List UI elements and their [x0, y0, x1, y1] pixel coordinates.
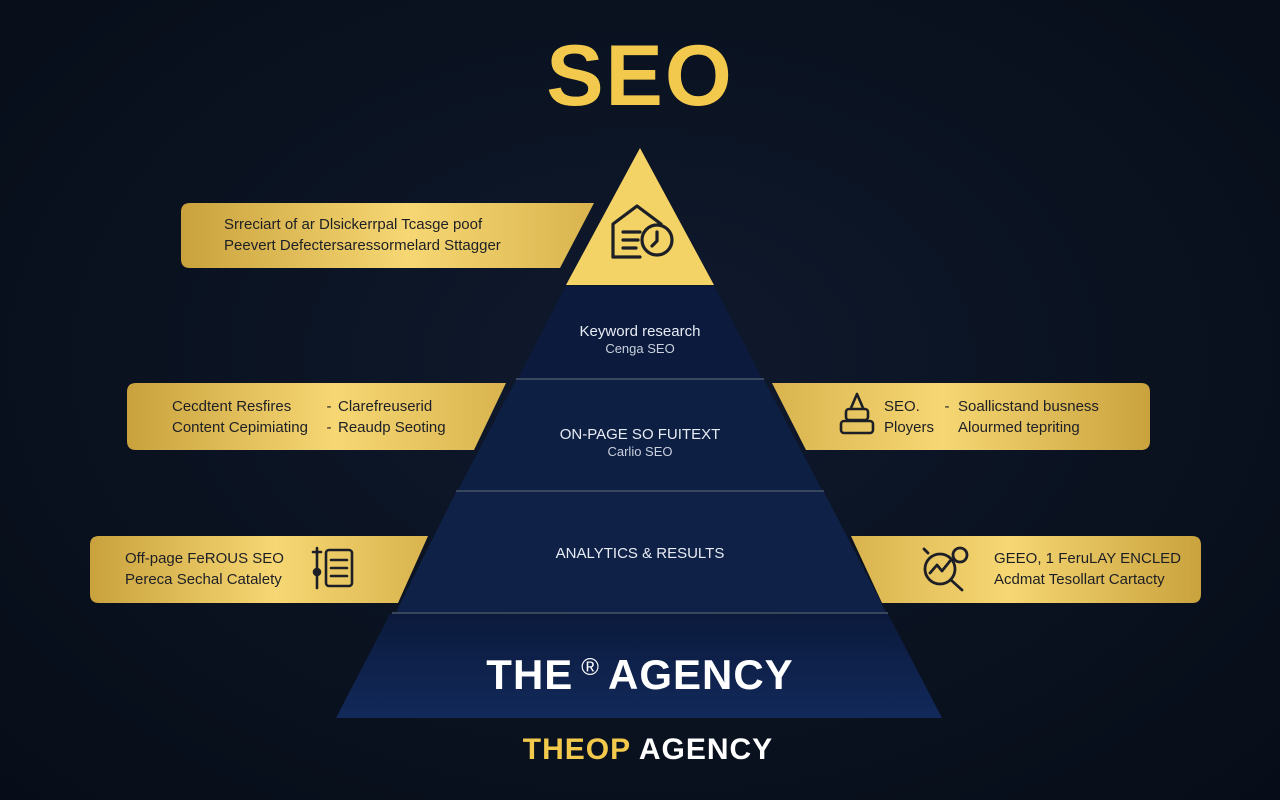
card-line: Off-page FeROUS SEO — [125, 550, 284, 567]
house-document-icon — [611, 204, 674, 259]
separator: - — [944, 398, 950, 415]
tier-5-title-2: AGENCY — [607, 651, 794, 698]
registered-mark: ® — [581, 654, 600, 681]
card-mid-right-text: SEO. -Soallicstand busness Ployers Alourme… — [884, 396, 1099, 438]
tier-5-title: THE — [486, 651, 574, 698]
card-line: Pereca Sechal Catalety — [125, 571, 282, 588]
card-line: Reaudp Seoting — [338, 419, 446, 436]
card-line: Alourmed tepriting — [958, 419, 1080, 436]
card-line: Ployers — [884, 419, 935, 436]
tier-3-title: ON-PAGE SO FUITEXT — [559, 426, 721, 443]
card-line: Soallicstand busness — [958, 398, 1099, 415]
tier-2-subtitle: Cenga SEO — [605, 341, 675, 356]
card-mid-left-text: Cecdtent Resfires -Clarefreuserid Content… — [172, 396, 446, 438]
page-title: SEO — [546, 28, 734, 124]
tier-2-label: Keyword research Cenga SEO — [540, 323, 740, 357]
tier-4-title: ANALYTICS & RESULTS — [555, 545, 725, 562]
footer-logo-part-b: AGENCY — [630, 733, 774, 766]
card-top-left-text: Srreciart of ar Dlsickerrpal Tcasge poof… — [224, 214, 501, 256]
separator: - — [326, 419, 332, 436]
tier-2-title: Keyword research — [579, 323, 701, 340]
card-mid-left — [127, 383, 506, 450]
card-line: Srreciart of ar Dlsickerrpal Tcasge poof — [224, 216, 483, 233]
magnifier-chart-icon — [922, 546, 969, 592]
footer-logo-part-a: THEOP — [522, 733, 631, 766]
stacked-layers-icon — [839, 392, 875, 435]
card-line: Content Cepimiating — [172, 419, 308, 436]
card-low-right-text: GEEO, 1 FeruLAY ENCLED Acdmat Tesollart … — [994, 548, 1181, 590]
card-line: Peevert Defectersaressormelard Sttagger — [224, 237, 501, 254]
card-line: SEO. — [884, 398, 920, 415]
pyramid-tier-3 — [458, 380, 822, 490]
card-line: Cecdtent Resfires — [172, 398, 292, 415]
pyramid-tier-4 — [396, 492, 886, 612]
checklist-document-icon — [311, 546, 354, 590]
pyramid-apex — [566, 148, 714, 285]
tier-3-subtitle: Carlio SEO — [607, 444, 673, 459]
separator: - — [326, 398, 332, 415]
card-line: GEEO, 1 FeruLAY ENCLED — [994, 550, 1182, 567]
card-top-left — [181, 203, 594, 268]
tier-5-label: THE ® AGENCY — [340, 640, 940, 703]
tier-4-label: ANALYTICS & RESULTS — [500, 545, 780, 563]
card-line: Clarefreuserid — [338, 398, 433, 415]
card-line: Acdmat Tesollart Cartacty — [994, 571, 1165, 588]
pyramid-tier-2 — [518, 286, 762, 378]
tier-3-label: ON-PAGE SO FUITEXT Carlio SEO — [520, 426, 760, 460]
card-low-left-text: Off-page FeROUS SEO Pereca Sechal Catale… — [125, 548, 284, 590]
footer-logo: THEOP AGENCY — [0, 730, 1280, 770]
pyramid-tier-5 — [336, 614, 942, 718]
